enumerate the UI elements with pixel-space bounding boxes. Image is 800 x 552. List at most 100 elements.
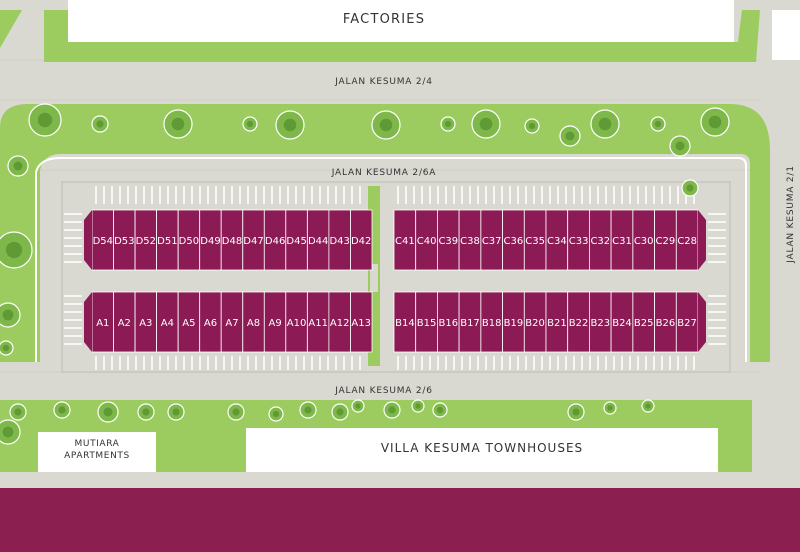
- unit-label: D46: [265, 236, 285, 247]
- unit-label: C41: [395, 236, 415, 247]
- unit-label: C31: [612, 236, 632, 247]
- tree-icon: [0, 302, 21, 328]
- tree-icon: [681, 179, 699, 197]
- factories-label: FACTORIES: [343, 12, 425, 27]
- unit-label: A13: [351, 318, 371, 329]
- tree-icon: [28, 103, 62, 137]
- villa-parcel: [246, 428, 718, 472]
- tree-icon: [0, 231, 33, 269]
- tree-icon: [567, 403, 585, 421]
- unit-label: B14: [395, 318, 415, 329]
- mutiara-parcel: [38, 432, 156, 472]
- unit-label: C29: [656, 236, 676, 247]
- unit-label: B22: [569, 318, 589, 329]
- tree-icon: [275, 110, 305, 140]
- unit-label: A2: [118, 318, 131, 329]
- villa-label: VILLA KESUMA TOWNHOUSES: [381, 441, 583, 455]
- unit-block-corner: [84, 210, 92, 270]
- tree-icon: [331, 403, 349, 421]
- unit-label: C32: [590, 236, 610, 247]
- factories-parcel: [68, 0, 734, 42]
- unit-label: C38: [460, 236, 480, 247]
- unit-lot-a13[interactable]: [350, 291, 373, 353]
- unit-label: B17: [460, 318, 480, 329]
- unit-label: B23: [591, 318, 611, 329]
- tree-icon: [53, 401, 71, 419]
- tree-icon: [9, 403, 27, 421]
- kerb-line: [35, 157, 747, 362]
- unit-label: B27: [677, 318, 697, 329]
- tree-icon: [299, 401, 317, 419]
- unit-block-corner: [84, 292, 92, 352]
- grass-factories-border: [44, 10, 760, 62]
- unit-lot-d42[interactable]: [350, 209, 373, 271]
- mutiara-label-line1: MUTIARA: [75, 439, 120, 449]
- tree-icon: [411, 399, 425, 413]
- tree-icon: [163, 109, 193, 139]
- unit-label: B24: [612, 318, 632, 329]
- unit-label: A1: [96, 318, 109, 329]
- tree-icon: [242, 116, 258, 132]
- unit-label: A9: [268, 318, 281, 329]
- tree-icon: [700, 107, 730, 137]
- tree-icon: [7, 155, 29, 177]
- unit-label: C34: [547, 236, 567, 247]
- unit-label: D45: [286, 236, 306, 247]
- unit-label: D52: [136, 236, 156, 247]
- tree-icon: [268, 406, 284, 422]
- tree-icon: [432, 402, 448, 418]
- road-label-top: JALAN KESUMA 2/4: [334, 77, 433, 87]
- unit-label: B19: [504, 318, 524, 329]
- unit-label: A11: [308, 318, 328, 329]
- mutiara-label-line2: APARTMENTS: [64, 451, 130, 461]
- unit-label: A12: [330, 318, 350, 329]
- unit-label: A3: [139, 318, 152, 329]
- tree-icon: [641, 399, 655, 413]
- unit-block-corner: [698, 292, 706, 352]
- unit-label: D48: [222, 236, 242, 247]
- unit-label: C36: [504, 236, 524, 247]
- unit-label: C37: [482, 236, 502, 247]
- unit-label: D44: [308, 236, 328, 247]
- unit-label: B25: [634, 318, 654, 329]
- unit-label: B26: [656, 318, 676, 329]
- unit-label: C39: [438, 236, 458, 247]
- tree-icon: [167, 403, 185, 421]
- unit-label: A6: [204, 318, 217, 329]
- unit-label: D54: [93, 236, 113, 247]
- unit-label: D42: [351, 236, 371, 247]
- tree-icon: [137, 403, 155, 421]
- unit-label: C28: [677, 236, 697, 247]
- tree-icon: [559, 125, 581, 147]
- unit-label: D43: [329, 236, 349, 247]
- grass-top-left: [0, 10, 22, 48]
- tree-icon: [0, 340, 14, 356]
- parking-stalls: [64, 186, 726, 370]
- unit-label: A4: [161, 318, 174, 329]
- tree-icon: [440, 116, 456, 132]
- road-label-bottom: JALAN KESUMA 2/6: [334, 386, 433, 396]
- tree-icon: [590, 109, 620, 139]
- unit-label: D50: [179, 236, 199, 247]
- tree-icon: [650, 116, 666, 132]
- unit-label: D53: [114, 236, 134, 247]
- tree-icon: [371, 110, 401, 140]
- unit-label: A10: [287, 318, 307, 329]
- tree-icon: [0, 419, 21, 445]
- tree-icon: [524, 118, 540, 134]
- unit-label: D49: [200, 236, 220, 247]
- tree-icon: [669, 135, 691, 157]
- road-label-inner: JALAN KESUMA 2/6A: [331, 168, 437, 178]
- grass-ring: [0, 104, 770, 362]
- tree-icon: [603, 401, 617, 415]
- unit-label: B20: [525, 318, 545, 329]
- unit-label: C33: [569, 236, 589, 247]
- footer-band: [0, 488, 800, 552]
- unit-label: B16: [439, 318, 459, 329]
- tree-icon: [227, 403, 245, 421]
- unit-label: D47: [243, 236, 263, 247]
- tree-icon: [97, 401, 119, 423]
- unit-label: B18: [482, 318, 502, 329]
- unit-label: C30: [634, 236, 654, 247]
